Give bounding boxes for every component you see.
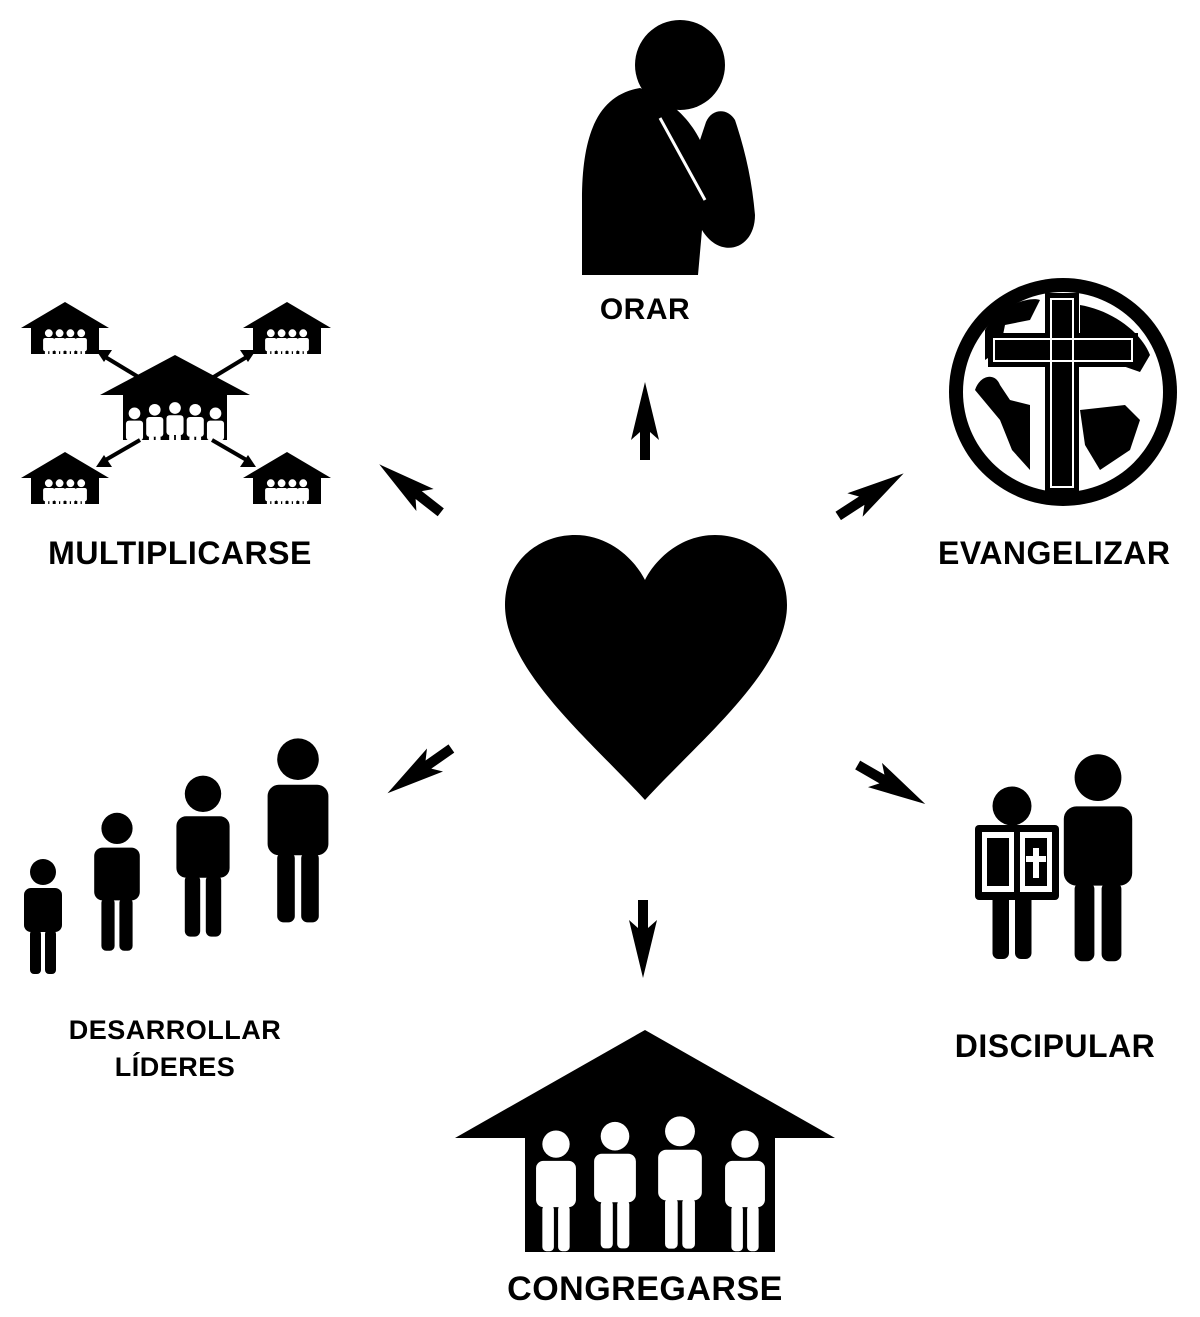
arrow-to-desarrollar bbox=[379, 737, 460, 805]
growing-people-icon bbox=[24, 738, 329, 974]
multiplying-houses-icon bbox=[21, 302, 331, 514]
label-discipular: DISCIPULAR bbox=[954, 1028, 1156, 1064]
praying-person-icon bbox=[582, 20, 755, 275]
label-congregarse: CONGREGARSE bbox=[507, 1270, 783, 1308]
house-with-people-icon bbox=[455, 1030, 835, 1252]
label-evangelizar: EVANGELIZAR bbox=[938, 535, 1171, 571]
arrow-to-multiplicarse bbox=[370, 453, 450, 524]
label-desarrollar-line1: DESARROLLAR bbox=[68, 1015, 282, 1045]
label-desarrollar-line2: LÍDERES bbox=[114, 1052, 236, 1082]
arrow-to-congregarse bbox=[629, 900, 657, 978]
arrow-to-evangelizar bbox=[830, 461, 912, 528]
label-orar: ORAR bbox=[599, 293, 691, 326]
label-multiplicarse: MULTIPLICARSE bbox=[48, 535, 312, 571]
globe-cross-icon bbox=[949, 278, 1177, 506]
mentor-with-bible-icon bbox=[975, 754, 1133, 962]
arrow-to-orar bbox=[631, 382, 659, 460]
heart-icon bbox=[505, 535, 787, 800]
arrow-to-discipular bbox=[850, 752, 933, 817]
